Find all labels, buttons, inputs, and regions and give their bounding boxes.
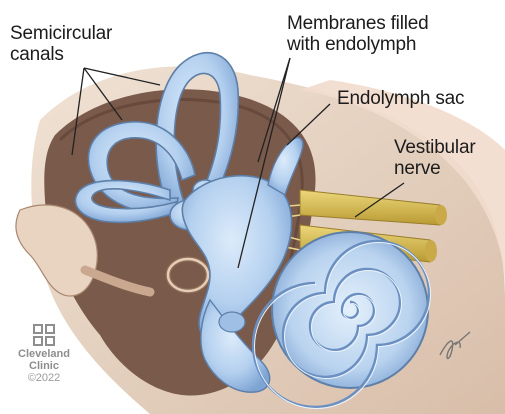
cleveland-clinic-credit: Cleveland Clinic ©2022: [14, 324, 74, 384]
round-window: [219, 312, 245, 332]
label-semicircular-canals: Semicircular canals: [10, 23, 112, 65]
label-line: canals: [10, 44, 112, 65]
label-line: nerve: [394, 158, 475, 179]
credit-line-2: Clinic: [14, 360, 74, 372]
label-line: with endolymph: [287, 34, 428, 55]
label-line: Semicircular: [10, 23, 112, 44]
label-membranes: Membranes filled with endolymph: [287, 13, 428, 55]
label-endolymph-sac: Endolymph sac: [337, 88, 464, 109]
credit-year: ©2022: [14, 372, 74, 384]
label-vestibular-nerve: Vestibular nerve: [394, 137, 475, 179]
cleveland-clinic-cross-logo-icon: [33, 324, 55, 346]
label-line: Vestibular: [394, 137, 475, 158]
label-line: Membranes filled: [287, 13, 428, 34]
credit-line-1: Cleveland: [14, 348, 74, 360]
